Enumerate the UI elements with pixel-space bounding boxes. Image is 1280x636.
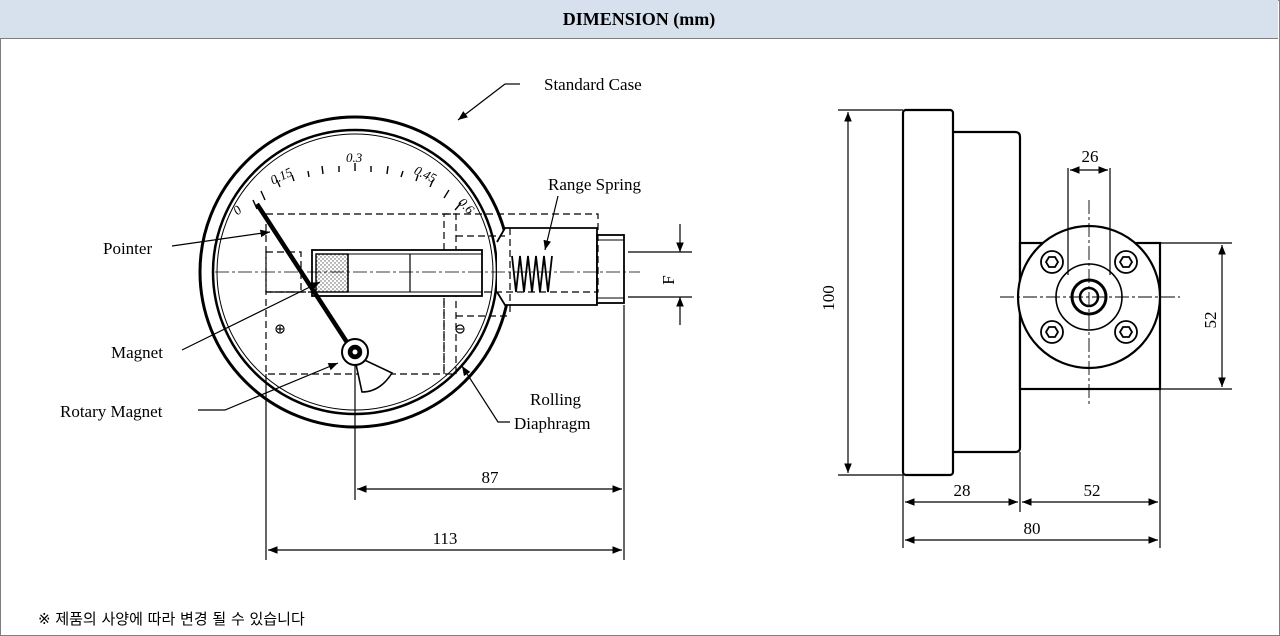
scale-label-015: 0.15 [268, 164, 295, 187]
panel-title: DIMENSION (mm) [0, 0, 1278, 39]
magnet-block [315, 253, 349, 293]
label-rotary-magnet: Rotary Magnet [60, 402, 163, 421]
gauge-front-view [198, 115, 640, 429]
label-rolling: Rolling [530, 390, 582, 409]
label-diaphragm: Diaphragm [514, 414, 590, 433]
label-standard-case: Standard Case [544, 75, 642, 94]
label-range-spring: Range Spring [548, 175, 642, 194]
rotary-magnet-sector [352, 353, 394, 393]
dim-52-vertical: 52 [1201, 312, 1220, 329]
leader-lines [171, 83, 559, 423]
dim-87: 87 [482, 468, 500, 487]
scale-label-0: 0 [230, 202, 245, 218]
dim-f-label: F [659, 275, 678, 284]
gauge-side-view [901, 108, 1180, 477]
scale-label-045: 0.45 [412, 163, 439, 186]
dim-26: 26 [1082, 147, 1099, 166]
side-dimension-lines [838, 109, 1232, 548]
dim-80: 80 [1024, 519, 1041, 538]
scale-label-03: 0.3 [346, 150, 363, 165]
flange-bolts [1040, 250, 1138, 344]
gauge-pointer [255, 202, 354, 352]
dim-28: 28 [954, 481, 971, 500]
dim-52-horizontal: 52 [1084, 481, 1101, 500]
label-magnet: Magnet [111, 343, 163, 362]
dim-100: 100 [819, 285, 838, 311]
dim-f [628, 224, 692, 325]
label-pointer: Pointer [103, 239, 152, 258]
dim-113: 113 [433, 529, 458, 548]
spec-change-note: ※ 제품의 사양에 따라 변경 될 수 있습니다 [38, 610, 305, 628]
front-dimension-lines [265, 305, 625, 560]
